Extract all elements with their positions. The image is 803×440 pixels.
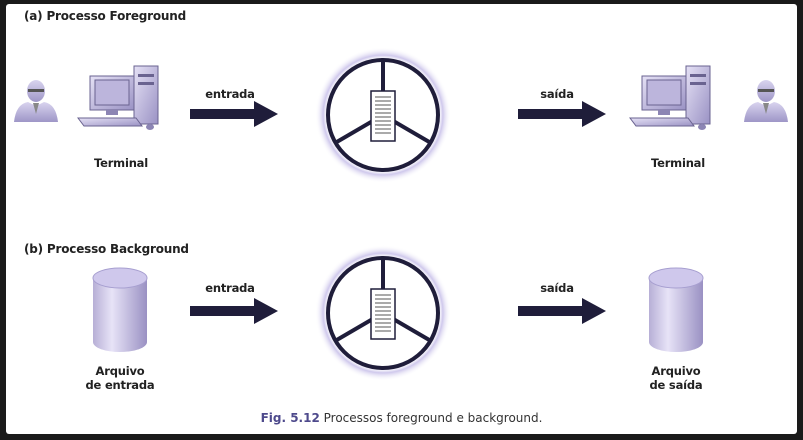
section-a-title: (a) Processo Foreground [24,9,186,23]
caption-text: Processos foreground e background. [319,411,543,425]
source-label-a: Terminal [93,156,148,170]
input-arrow-a [190,101,278,127]
target-label-b: Arquivo de saída [649,364,703,392]
target-label-a: Terminal [650,156,705,170]
input-arrow-label-a: entrada [205,87,255,101]
user-icon-right [744,80,788,122]
process-wheel-a [315,47,451,183]
computer-icon-right [629,65,711,130]
output-arrow-label-b: saída [540,281,574,295]
process-wheel-b [315,245,451,381]
figure-number: Fig. 5.12 [260,411,320,425]
input-arrow-label-b: entrada [205,281,255,295]
section-b-title: (b) Processo Background [24,242,189,256]
user-icon-left [14,80,58,122]
input-file-cylinder-icon [92,267,148,352]
output-arrow-b [518,298,606,324]
output-file-cylinder-icon [648,267,704,352]
computer-icon-left [77,65,159,130]
output-arrow-label-a: saída [540,87,574,101]
input-arrow-b [190,298,278,324]
figure-caption: Fig. 5.12 Processos foreground e backgro… [0,411,803,425]
source-label-b: Arquivo de entrada [85,364,155,392]
output-arrow-a [518,101,606,127]
